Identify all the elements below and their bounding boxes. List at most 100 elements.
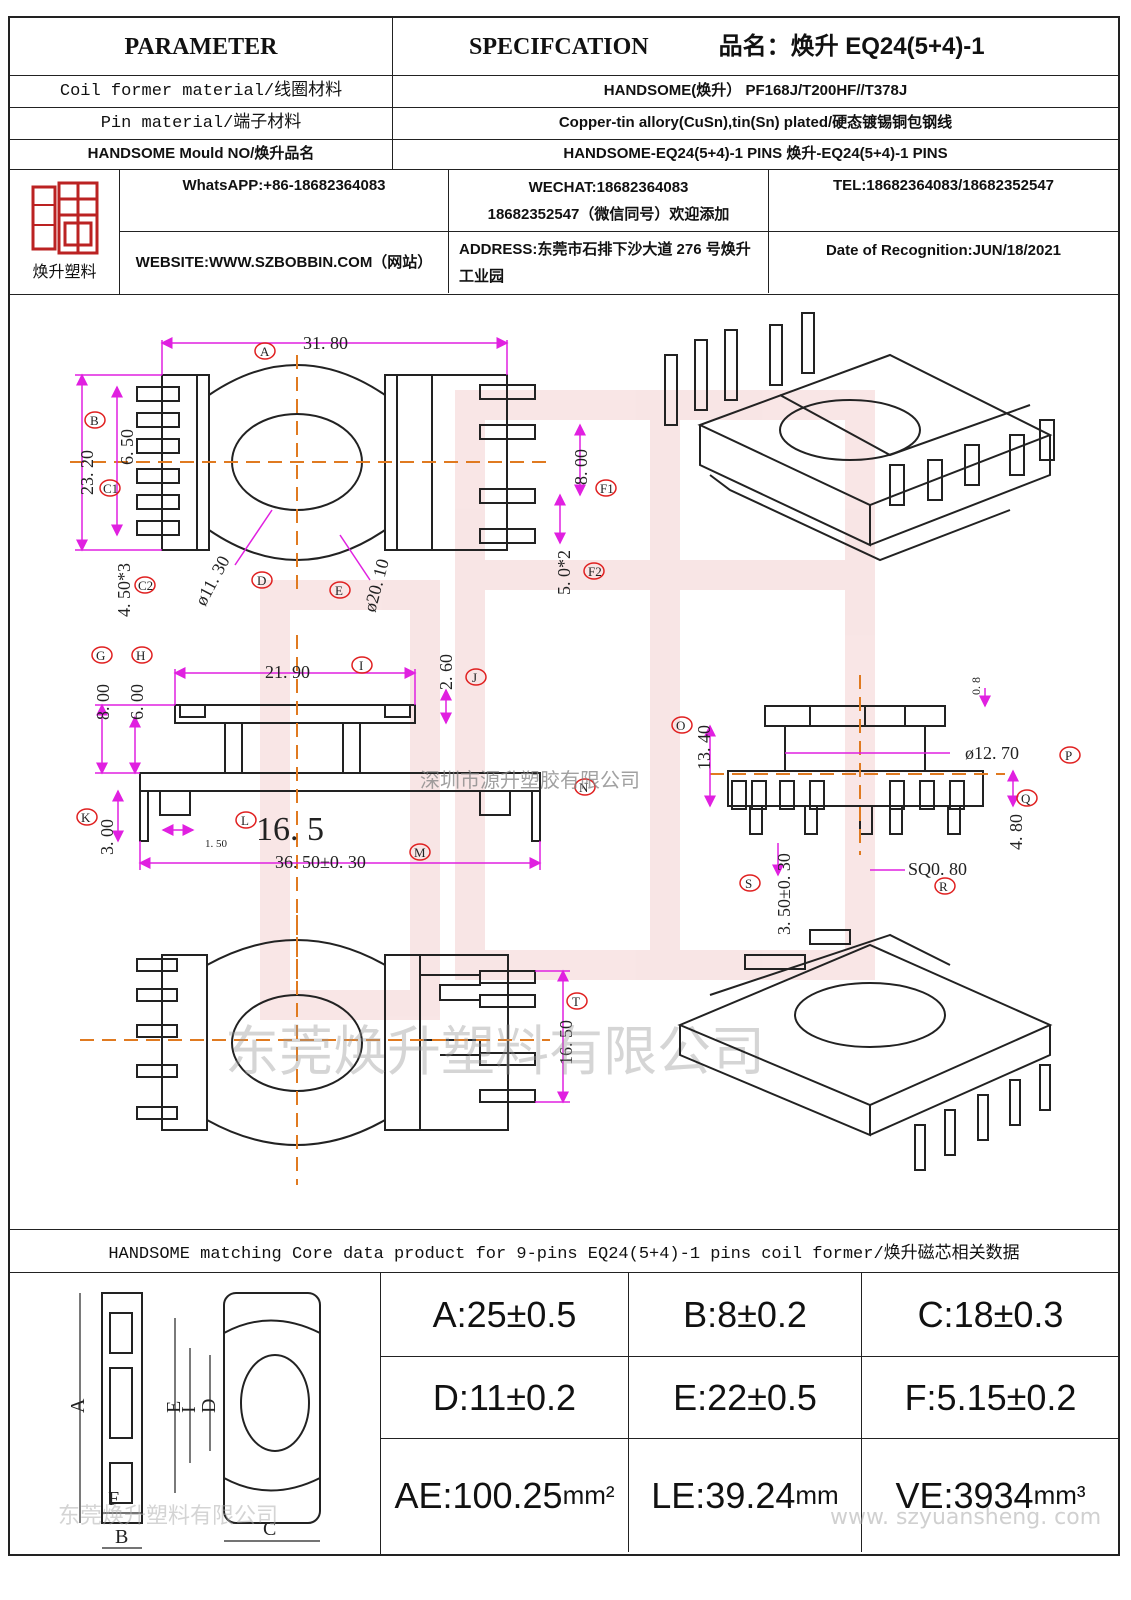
- dim-height: 23. 20: [77, 450, 97, 495]
- marker-f2: F2: [588, 564, 602, 579]
- core-c: C:18±0.3: [862, 1273, 1119, 1357]
- dim-i: 21. 90: [265, 662, 310, 682]
- material-row: Coil former material/线圈材料 HANDSOME(焕升） P…: [10, 76, 1118, 108]
- side-view: [139, 704, 541, 842]
- contact-grid: WhatsAPP:+86-18682364083 WECHAT:18682364…: [120, 170, 1118, 294]
- marker-r: R: [939, 879, 948, 894]
- core-le-value: LE:39.24: [651, 1474, 796, 1516]
- core-label-a: A: [67, 1398, 89, 1413]
- dim-d: ø11. 30: [191, 552, 234, 608]
- tel: TEL:18682364083/18682352547: [769, 170, 1118, 232]
- product-name: 品名：焕升 EQ24(5+4)-1: [718, 32, 985, 60]
- logo-text: 焕升塑料: [32, 264, 97, 281]
- core-drawing: A E I D F B C 东莞焕升塑料有限公司: [58, 1292, 321, 1549]
- dim-t: 16. 50: [556, 1020, 576, 1065]
- marker-m: M: [414, 845, 426, 860]
- footer-url-watermark: www. szyuansheng. com: [830, 1505, 1102, 1530]
- company-logo-icon: [31, 181, 98, 255]
- core-label-i: I: [178, 1406, 200, 1413]
- dim-l: 16. 5: [256, 811, 324, 848]
- coil-material-value: HANDSOME(焕升） PF168J/T200HF//T378J: [603, 82, 908, 100]
- recognition-date: Date of Recognition:JUN/18/2021: [825, 242, 1062, 259]
- core-b: B:8±0.2: [629, 1273, 862, 1357]
- core-label-c: C: [263, 1518, 276, 1540]
- drawing-canvas: 31. 80 23. 20 6. 50 8. 00 5. 0*2 4. 50*3…: [70, 312, 1081, 1185]
- right-pins: [479, 384, 536, 544]
- coil-material-label: Coil former material/线圈材料: [10, 76, 393, 107]
- dim-o: 13. 40: [694, 725, 714, 770]
- wechat-line2: 18682352547（微信同号）欢迎添加: [487, 205, 730, 223]
- dim-g: 8. 00: [93, 684, 113, 720]
- marker-h: H: [136, 648, 145, 663]
- dim-r: SQ0. 80: [908, 859, 967, 879]
- whatsapp: WhatsAPP:+86-18682364083: [120, 170, 449, 232]
- logo-cell: 焕升塑料: [10, 170, 120, 294]
- core-ae-value: AE:100.25: [394, 1474, 563, 1516]
- core-label-b: B: [115, 1526, 128, 1548]
- company-block: 焕升塑料 WhatsAPP:+86-18682364083 WECHAT:186…: [10, 170, 1118, 295]
- website: WEBSITE:WWW.SZBOBBIN.COM（网站）: [120, 232, 449, 293]
- marker-b: B: [90, 413, 99, 428]
- spec-header: SPECIFCATION 品名：焕升 EQ24(5+4)-1: [393, 18, 1118, 75]
- core-label-e: E: [163, 1401, 185, 1413]
- dim-b: 6. 50: [117, 429, 137, 465]
- marker-g: G: [96, 648, 105, 663]
- watermark-big: 东莞焕升塑料有限公司: [225, 1020, 765, 1083]
- marker-t: T: [572, 994, 580, 1009]
- parameter-header: PARAMETER: [10, 18, 393, 75]
- core-le-unit: mm: [795, 1480, 839, 1510]
- marker-e: E: [335, 583, 343, 598]
- mould-label: HANDSOME Mould NO/焕升品名: [10, 140, 393, 169]
- dim-top: 0. 8: [969, 677, 983, 695]
- core-f: F:5.15±0.2: [862, 1357, 1119, 1439]
- mould-row: HANDSOME Mould NO/焕升品名 HANDSOME-EQ24(5+4…: [10, 140, 1118, 170]
- marker-q: Q: [1021, 791, 1031, 806]
- dim-l-small: 1. 50: [205, 838, 228, 850]
- marker-k: K: [81, 810, 91, 825]
- wechat-line1: WECHAT:18682364083: [528, 178, 689, 196]
- header-row: PARAMETER SPECIFCATION 品名：焕升 EQ24(5+4)-1: [10, 18, 1118, 76]
- dim-p: ø12. 70: [965, 743, 1019, 763]
- dim-j: 2. 60: [436, 654, 456, 690]
- core-ae-unit: mm²: [562, 1480, 615, 1510]
- dim-a: 31. 80: [303, 333, 348, 353]
- technical-drawing: 31. 80 23. 20 6. 50 8. 00 5. 0*2 4. 50*3…: [10, 295, 1118, 1230]
- pin-row: Pin material/端子材料 Copper-tin allory(CuSn…: [10, 108, 1118, 140]
- core-ve-value: VE:3934: [895, 1474, 1034, 1516]
- marker-o: O: [676, 718, 685, 733]
- marker-i: I: [359, 658, 363, 673]
- core-data-table: A:25±0.5 B:8±0.2 C:18±0.3 D:11±0.2 E:22±…: [380, 1273, 1119, 1554]
- watermark-mid: 深圳市源升塑胶有限公司: [420, 768, 640, 792]
- core-watermark: 东莞焕升塑料有限公司: [58, 1504, 278, 1529]
- marker-f1: F1: [600, 481, 614, 496]
- dim-h: 6. 00: [127, 684, 147, 720]
- marker-j: J: [472, 670, 477, 685]
- marker-l: L: [241, 813, 249, 828]
- pin-material-value: Copper-tin allory(CuSn),tin(Sn) plated/硬…: [558, 114, 953, 132]
- dim-k: 3. 00: [97, 819, 117, 855]
- core-label-f: F: [108, 1488, 119, 1510]
- marker-p: P: [1065, 748, 1072, 763]
- marker-s: S: [745, 876, 752, 891]
- address: ADDRESS:东莞市石排下沙大道 276 号焕升工业园: [449, 232, 769, 293]
- spec-sheet: PARAMETER SPECIFCATION 品名：焕升 EQ24(5+4)-1…: [8, 16, 1120, 1556]
- dim-m: 36. 50±0. 30: [275, 852, 366, 872]
- mould-value: HANDSOME-EQ24(5+4)-1 PINS 焕升-EQ24(5+4)-1…: [563, 145, 948, 163]
- isometric-view-bottom: [677, 929, 1053, 1171]
- isometric-view-top: [664, 312, 1055, 562]
- marker-a: A: [260, 344, 270, 359]
- core-label-d: D: [198, 1399, 220, 1413]
- wechat-cell: WECHAT:18682364083 18682352547（微信同号）欢迎添加: [449, 170, 769, 232]
- pin-material-label: Pin material/端子材料: [10, 108, 393, 139]
- dim-c2: 4. 50*3: [114, 563, 134, 617]
- core-section: A E I D F B C 东莞焕升塑料有限公司 A:25±0.5 B:8±0.…: [10, 1273, 1119, 1554]
- core-ve-unit: mm³: [1033, 1480, 1086, 1510]
- core-d: D:11±0.2: [381, 1357, 629, 1439]
- dim-f: 8. 00: [571, 449, 591, 485]
- marker-c1: C1: [103, 481, 118, 496]
- specification-title: SPECIFCATION: [469, 33, 649, 60]
- marker-c2: C2: [138, 578, 153, 593]
